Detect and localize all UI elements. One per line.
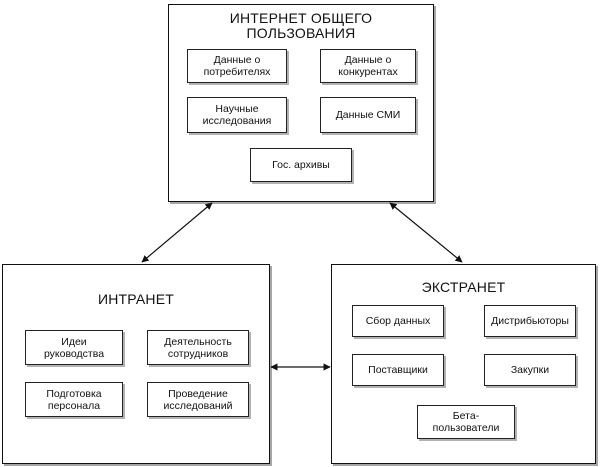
node-conducting-research: Проведение исследований [147,382,249,417]
intranet-title: ИНТРАНЕТ [97,291,175,307]
arrow-internet-extranet [389,202,463,263]
internet-title: ИНТЕРНЕТ ОБЩЕГО ПОЛЬЗОВАНИЯ [229,10,373,41]
internet-panel: ИНТЕРНЕТ ОБЩЕГО ПОЛЬЗОВАНИЯ Данные о пот… [168,4,434,202]
arrow-internet-intranet [141,202,213,263]
node-consumer-data: Данные о потребителях [187,49,287,83]
extranet-title: ЭКСТРАНЕТ [421,279,506,295]
node-beta-users: Бета- пользователи [417,405,515,439]
node-media-data: Данные СМИ [320,97,416,133]
node-scientific-research: Научные исследования [187,97,287,133]
node-competitor-data: Данные о конкурентах [320,49,416,83]
node-employee-activity: Деятельность сотрудников [147,330,249,365]
node-data-collection: Сбор данных [352,305,444,337]
node-management-ideas: Идеи руководства [25,330,123,365]
node-staff-training: Подготовка персонала [25,382,123,417]
extranet-panel: ЭКСТРАНЕТ Сбор данных Дистрибьюторы Пост… [331,264,596,464]
node-distributors: Дистрибьюторы [484,305,576,337]
node-state-archives: Гос. архивы [250,148,352,182]
node-suppliers: Поставщики [352,354,444,386]
intranet-panel: ИНТРАНЕТ Идеи руководства Деятельность с… [2,264,270,464]
node-purchases: Закупки [484,354,576,386]
